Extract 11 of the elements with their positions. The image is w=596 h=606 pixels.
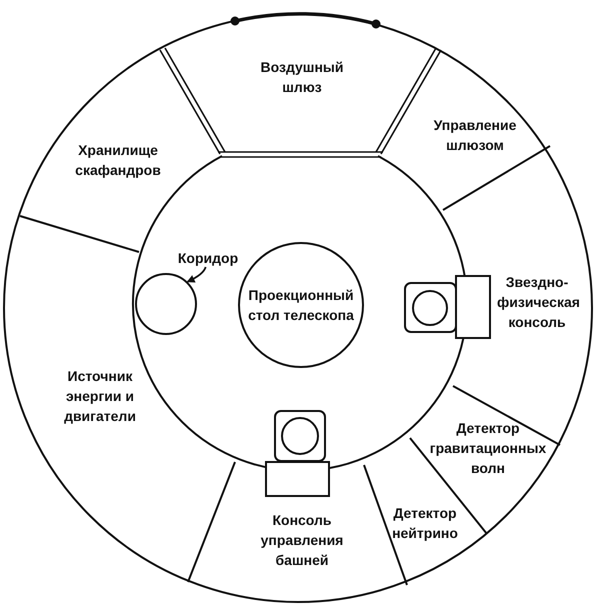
room-label: Хранилище скафандров [74, 141, 162, 180]
room-label: Источник энергии и двигатели [63, 367, 137, 426]
room-label: Консоль управления башней [260, 511, 344, 570]
room-label: Детектор гравитационных волн [428, 419, 548, 478]
table-label: Проекционный стол телескопа [247, 286, 355, 325]
room-label: Воздушный шлюз [260, 58, 344, 97]
room-label: Детектор нейтрино [391, 504, 459, 543]
leader-arrow [186, 266, 206, 283]
room-label: Звездно-физическая консоль [497, 273, 577, 332]
room-label: Управление шлюзом [432, 116, 518, 155]
room-label: Коридор [176, 249, 240, 268]
